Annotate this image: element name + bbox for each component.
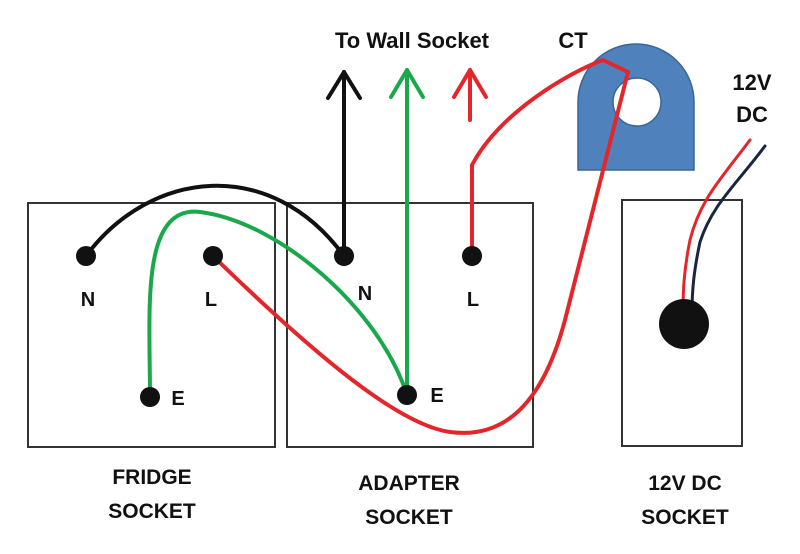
adapter-socket-box xyxy=(286,202,534,448)
dc-caption-line1: 12V DC xyxy=(648,472,722,495)
adapter-label-n: N xyxy=(358,283,372,305)
ct-label: CT xyxy=(558,28,588,53)
dc-positive-wire xyxy=(681,138,752,314)
fridge-terminal-l xyxy=(203,246,223,266)
live-arrow xyxy=(452,68,488,122)
dc-jack xyxy=(659,299,709,349)
live-ct-loop-wire xyxy=(470,58,630,258)
fridge-caption-line2: SOCKET xyxy=(108,500,196,523)
fridge-label-l: L xyxy=(205,289,217,311)
neutral-jumper-wire xyxy=(84,183,346,258)
adapter-caption-line2: SOCKET xyxy=(365,506,453,529)
neutral-arrow xyxy=(326,70,362,258)
adapter-label-l: L xyxy=(467,289,479,311)
fridge-socket-box xyxy=(27,202,276,448)
live-return-wire xyxy=(211,70,630,435)
dc-caption-line2: SOCKET xyxy=(641,506,729,529)
adapter-caption-line1: ADAPTER xyxy=(358,472,460,495)
supply-label-12v: 12V xyxy=(732,70,771,95)
fridge-label-n: N xyxy=(81,289,95,311)
adapter-terminal-l xyxy=(462,246,482,266)
adapter-label-e: E xyxy=(430,385,443,407)
fridge-caption-line1: FRIDGE xyxy=(112,466,191,489)
earth-arrow xyxy=(389,68,425,397)
dc-negative-wire xyxy=(690,144,767,314)
fridge-label-e: E xyxy=(171,388,184,410)
fridge-terminal-n xyxy=(76,246,96,266)
adapter-terminal-n xyxy=(334,246,354,266)
fridge-terminal-e xyxy=(140,387,160,407)
earth-jumper-wire xyxy=(147,209,409,399)
to-wall-socket-label: To Wall Socket xyxy=(335,28,490,53)
supply-label-dc: DC xyxy=(736,102,768,127)
adapter-terminal-e xyxy=(397,385,417,405)
